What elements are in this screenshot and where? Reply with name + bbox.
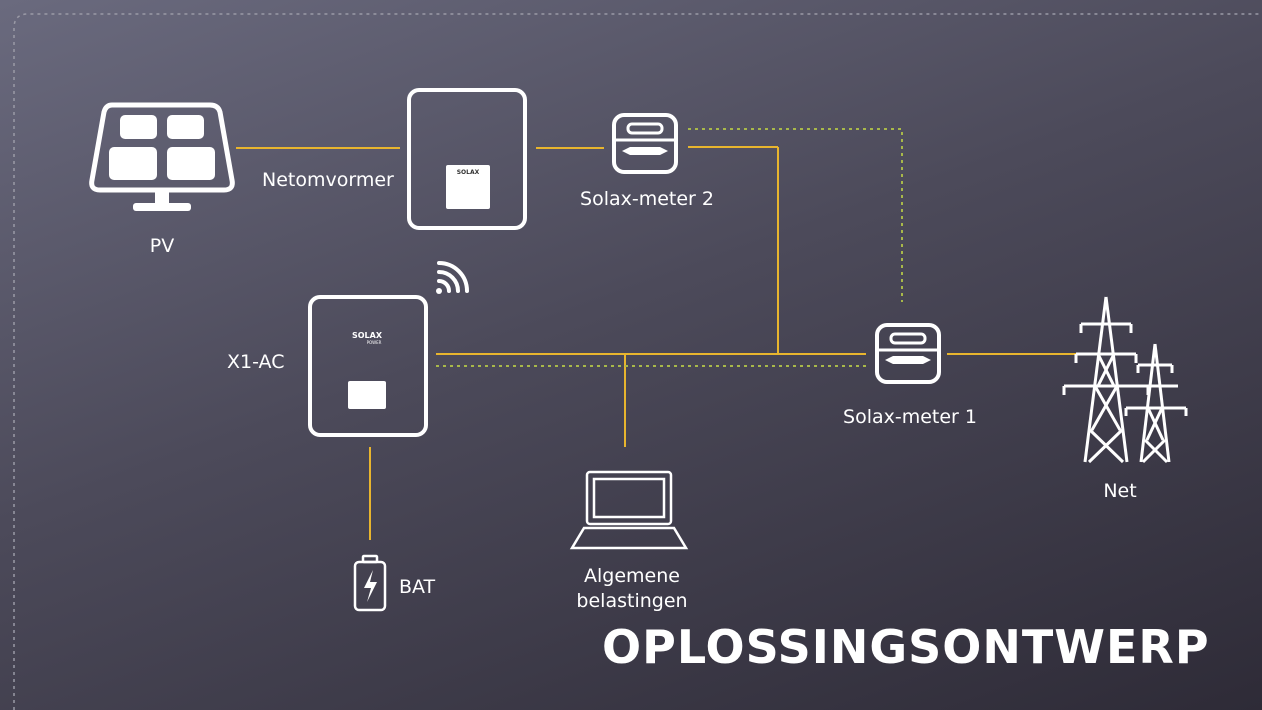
battery-icon	[353, 554, 387, 612]
label-bat: BAT	[399, 576, 436, 598]
inverter-icon: SOLAX	[407, 88, 527, 230]
wifi-icon	[436, 261, 469, 294]
power-lines	[236, 146, 1086, 540]
label-loads-line1: Algemene	[584, 565, 680, 587]
label-loads-line2: belastingen	[576, 590, 688, 612]
svg-text:SOLAX: SOLAX	[457, 169, 480, 176]
label-meter-2: Solax-meter 2	[580, 188, 714, 210]
device-brand-sub: POWER	[367, 340, 382, 345]
device-brand: SOLAX	[352, 331, 383, 340]
comm-lines	[436, 128, 903, 367]
label-meter-1: Solax-meter 1	[843, 406, 977, 428]
inverter-x1ac-icon: SOLAX POWER	[308, 295, 428, 437]
label-net: Net	[1103, 480, 1137, 502]
dotted-frame	[13, 13, 1262, 710]
meter-icon-2	[612, 113, 678, 174]
laptop-icon	[569, 470, 689, 550]
meter-icon-1	[875, 323, 941, 384]
page-title: OPLOSSINGSONTWERP	[602, 620, 1210, 674]
label-x1-ac: X1-AC	[227, 351, 285, 373]
label-netomvormer: Netomvormer	[262, 169, 394, 191]
label-pv: PV	[149, 235, 175, 257]
solar-panel-icon	[89, 102, 235, 211]
transmission-tower-icon	[1062, 296, 1188, 464]
